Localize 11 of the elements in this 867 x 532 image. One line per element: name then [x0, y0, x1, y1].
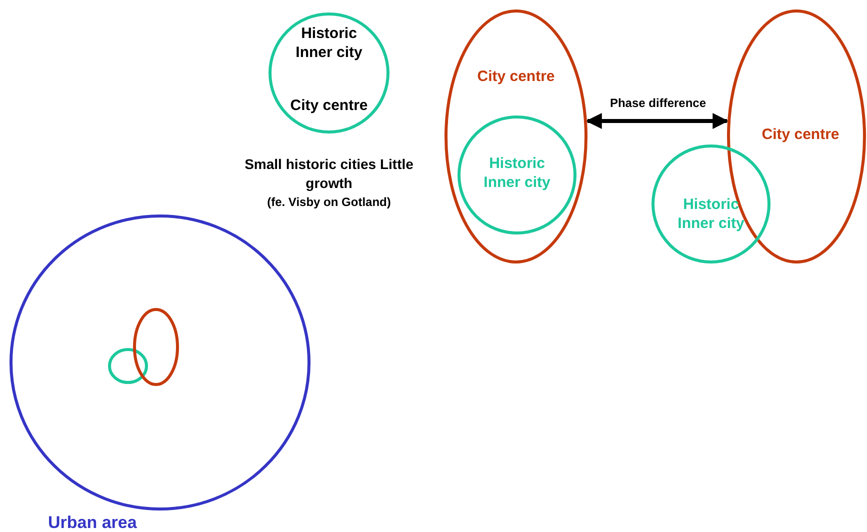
node-label: Historic Inner city [482, 154, 552, 192]
node-label: City centre [289, 96, 369, 115]
edge-label: Phase difference [608, 96, 708, 110]
double-arrow [586, 113, 729, 129]
node-label: Historic Inner city [676, 195, 746, 233]
node-label: City centre [476, 67, 556, 86]
node-label: Historic Inner city [294, 24, 364, 62]
caption-text: (fe. Visby on Gotland) [266, 194, 392, 211]
node-label: Urban area [48, 513, 137, 532]
node-label: City centre [760, 125, 840, 144]
caption-text: Small historic cities Little growth [244, 155, 414, 193]
